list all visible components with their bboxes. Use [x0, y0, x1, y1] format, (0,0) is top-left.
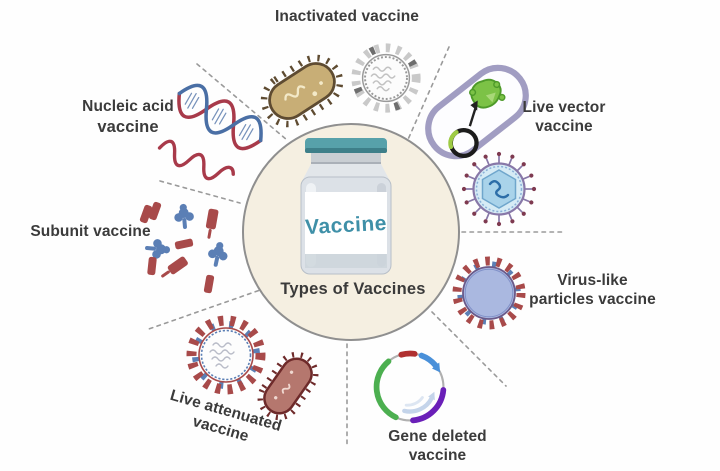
label-inactivated-vaccine: Inactivated vaccine [274, 8, 420, 25]
label-line: vaccine [408, 446, 467, 464]
label-nucleic-acid-vaccine: Nucleic acid vaccine [68, 98, 188, 137]
center-circle: Vaccine Types of Vaccines [242, 123, 460, 341]
label-line: Gene deleted [388, 428, 487, 445]
dna-helix-icon [168, 75, 272, 159]
divider-left [159, 180, 241, 204]
vial-label [305, 192, 387, 254]
divider-top-left [196, 63, 288, 141]
diagram-title: Types of Vaccines [280, 280, 426, 298]
virus-like-particle-icon [447, 251, 531, 335]
divider-bottom-right [431, 311, 507, 387]
divider-top-right [405, 46, 450, 145]
vial-text: Vaccine [305, 212, 388, 239]
label-line: Virus-like [557, 272, 628, 289]
label-live-vector-vaccine: Live vector vaccine [508, 99, 620, 137]
plasmid-map-icon [367, 344, 453, 430]
red-bacterium-icon [242, 337, 334, 435]
rna-strand-icon [153, 134, 239, 190]
spiked-virus-icon [181, 310, 271, 400]
gray-virus-icon [347, 39, 425, 117]
label-line: Live vector [522, 99, 606, 116]
tan-bacterium-icon [241, 32, 364, 150]
enveloped-virus-icon [457, 147, 541, 231]
label-line: particles vaccine [529, 290, 656, 308]
label-gene-deleted-vaccine: Gene deleted vaccine [365, 428, 510, 466]
label-virus-like-particles-vaccine: Virus-like particles vaccine [505, 272, 680, 310]
arrow-icon [470, 100, 478, 111]
vaccine-vial-icon: Vaccine [298, 137, 394, 278]
divider-bottom-left [145, 287, 267, 331]
vector-bacterium-plasmid-icon [401, 40, 552, 184]
label-line: vaccine [97, 117, 159, 136]
label-line: vaccine [535, 117, 593, 135]
label-subunit-vaccine: Subunit vaccine [30, 223, 151, 240]
label-line: Nucleic acid [82, 98, 174, 115]
